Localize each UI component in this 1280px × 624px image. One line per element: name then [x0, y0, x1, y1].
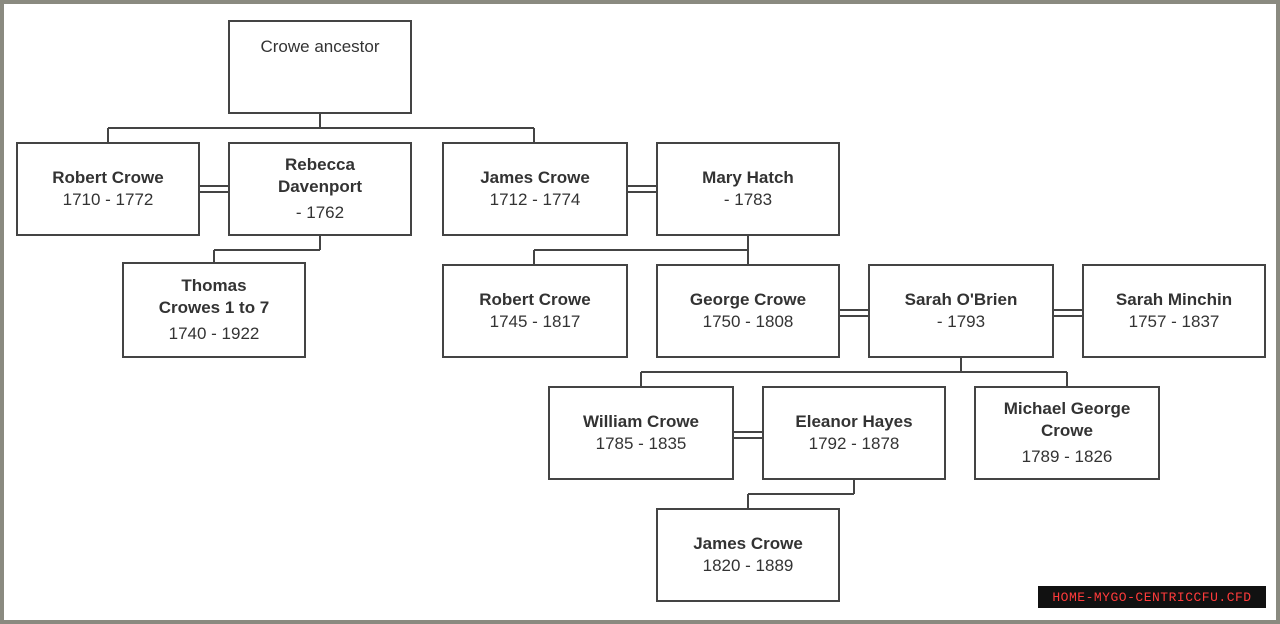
person-dates: 1710 - 1772: [62, 190, 154, 209]
person-box-mary-hatch: Mary Hatch - 1783: [656, 142, 840, 236]
person-box-rebecca-davenport: Rebecca Davenport - 1762: [228, 142, 412, 236]
person-dates: 1820 - 1889: [702, 556, 794, 575]
person-box-sarah-obrien: Sarah O'Brien - 1793: [868, 264, 1054, 358]
person-box-thomas-crowes: Thomas Crowes 1 to 7 1740 - 1922: [122, 262, 306, 358]
person-name: Crowe ancestor: [260, 37, 380, 56]
person-dates: 1750 - 1808: [702, 312, 794, 331]
person-dates: 1785 - 1835: [595, 434, 687, 453]
person-dates: - 1793: [936, 312, 986, 331]
person-dates: 1789 - 1826: [1021, 447, 1113, 466]
person-name: James Crowe: [693, 534, 803, 553]
person-name: Robert Crowe: [479, 290, 591, 309]
person-name: William Crowe: [582, 412, 700, 431]
person-box-james-crowe-1712: James Crowe 1712 - 1774: [442, 142, 628, 236]
person-dates: 1712 - 1774: [489, 190, 581, 209]
person-box-george-crowe: George Crowe 1750 - 1808: [656, 264, 840, 358]
person-box-eleanor-hayes: Eleanor Hayes 1792 - 1878: [762, 386, 946, 480]
person-box-sarah-minchin: Sarah Minchin 1757 - 1837: [1082, 264, 1266, 358]
person-box-william-crowe: William Crowe 1785 - 1835: [548, 386, 734, 480]
person-box-james-crowe-1820: James Crowe 1820 - 1889: [656, 508, 840, 602]
person-dates: - 1783: [723, 190, 773, 209]
person-dates: 1740 - 1922: [168, 324, 260, 343]
person-box-michael-george-crowe: Michael George Crowe 1789 - 1826: [974, 386, 1160, 480]
person-dates: - 1762: [295, 203, 345, 222]
person-name: James Crowe: [480, 168, 590, 187]
watermark-label: HOME-MYGO-CENTRICCFU.CFD: [1038, 586, 1266, 608]
person-name: Michael George Crowe: [1003, 399, 1131, 440]
person-name: Thomas Crowes 1 to 7: [158, 276, 270, 317]
person-dates: 1745 - 1817: [489, 312, 581, 331]
person-name: Eleanor Hayes: [795, 412, 913, 431]
person-name: George Crowe: [689, 290, 807, 309]
person-box-crowe-ancestor: Crowe ancestor: [228, 20, 412, 114]
person-name: Mary Hatch: [702, 168, 794, 187]
person-box-robert-crowe-1710: Robert Crowe 1710 - 1772: [16, 142, 200, 236]
person-name: Rebecca Davenport: [277, 155, 363, 196]
person-name: Robert Crowe: [52, 168, 164, 187]
person-dates: 1757 - 1837: [1128, 312, 1220, 331]
person-name: Sarah Minchin: [1115, 290, 1233, 309]
person-name: Sarah O'Brien: [904, 290, 1018, 309]
person-dates: 1792 - 1878: [808, 434, 900, 453]
person-box-robert-crowe-1745: Robert Crowe 1745 - 1817: [442, 264, 628, 358]
